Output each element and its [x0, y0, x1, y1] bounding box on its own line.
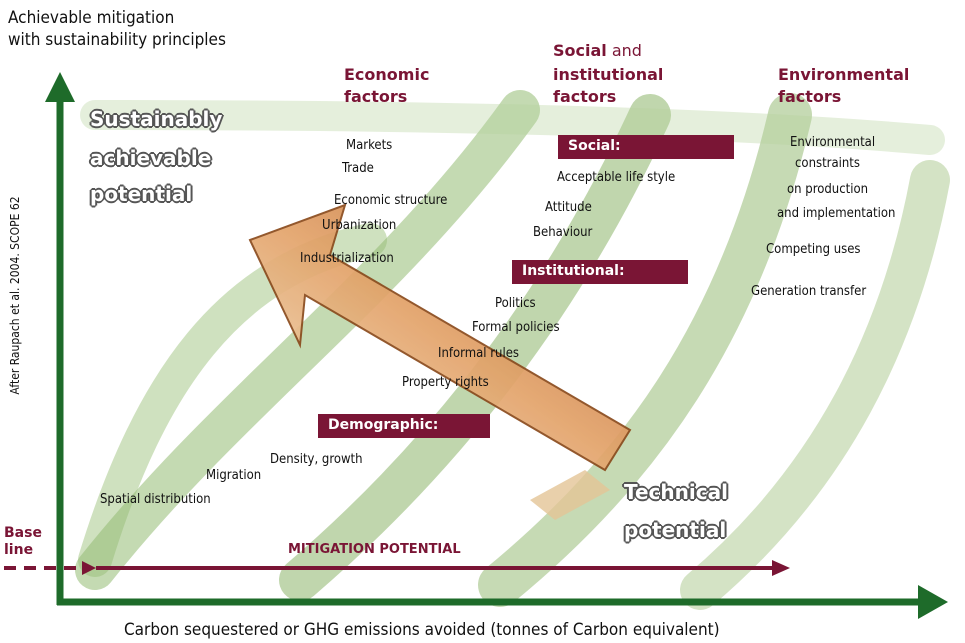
social-header-bold: Social: [553, 41, 607, 60]
economic-item: Urbanization: [322, 218, 397, 233]
big-arrow: [248, 203, 632, 472]
environmental-header-1: Environmental: [778, 65, 910, 84]
x-axis-arrowhead: [918, 585, 948, 619]
environmental-item: Competing uses: [766, 242, 861, 257]
technical-label-1: Technical: [624, 480, 728, 504]
environmental-item: on production: [787, 182, 869, 197]
x-axis-title: Carbon sequestered or GHG emissions avoi…: [124, 620, 720, 640]
side-credit: After Raupach et al. 2004. SCOPE 62: [8, 196, 22, 395]
social-item: Acceptable life style: [557, 170, 676, 185]
economic-item: Industrialization: [300, 251, 394, 266]
institutional-item: Property rights: [402, 375, 489, 390]
green-band-2: [75, 90, 540, 590]
green-band-5: [680, 160, 950, 610]
demographic-item: Migration: [206, 468, 262, 483]
sustainable-label-3: potential: [90, 182, 193, 206]
social-item: Behaviour: [533, 225, 593, 240]
economic-header-1: Economic: [344, 65, 430, 84]
environmental-item: and implementation: [777, 206, 896, 221]
y-axis-arrowhead: [45, 72, 75, 102]
mitigation-potential-label: MITIGATION POTENTIAL: [288, 542, 461, 557]
social-bar: Social:: [558, 135, 734, 159]
green-band-4: [478, 93, 812, 607]
economic-item: Economic structure: [334, 193, 448, 208]
technical-label-2: potential: [624, 518, 727, 542]
environmental-item: Generation transfer: [751, 284, 867, 299]
mitigation-arrowhead: [772, 560, 790, 576]
y-axis-title-line1: Achievable mitigation: [8, 8, 175, 28]
economic-item: Markets: [346, 138, 393, 153]
base-line-label-1: Base: [4, 525, 42, 541]
economic-item: Trade: [342, 161, 374, 176]
environmental-item: constraints: [795, 156, 860, 171]
environmental-item: Environmental: [790, 135, 876, 150]
institutional-item: Politics: [495, 296, 536, 311]
demographic-bar: Demographic:: [318, 414, 490, 438]
green-band-top: [80, 100, 945, 155]
social-item: Attitude: [545, 200, 592, 215]
sustainable-label-2: achievable: [90, 146, 212, 170]
institutional-item: Formal policies: [472, 320, 560, 335]
institutional-bar: Institutional:: [512, 260, 688, 284]
institutional-header-2: factors: [553, 87, 617, 106]
institutional-item: Informal rules: [438, 346, 519, 361]
social-header: Social and: [553, 42, 642, 60]
base-line-label-2: line: [4, 542, 34, 558]
environmental-header-2: factors: [778, 87, 842, 106]
economic-header-2: factors: [344, 87, 408, 106]
demographic-item: Density, growth: [270, 452, 363, 467]
y-axis-title-line2: with sustainability principles: [8, 30, 226, 50]
social-header-and: and: [606, 41, 642, 60]
institutional-header-1: institutional: [553, 65, 664, 84]
sustainable-label-1: Sustainably: [90, 107, 223, 131]
demographic-item: Spatial distribution: [100, 492, 211, 507]
base-line-arrowhead: [82, 561, 96, 575]
arrow-shadow: [530, 470, 610, 520]
